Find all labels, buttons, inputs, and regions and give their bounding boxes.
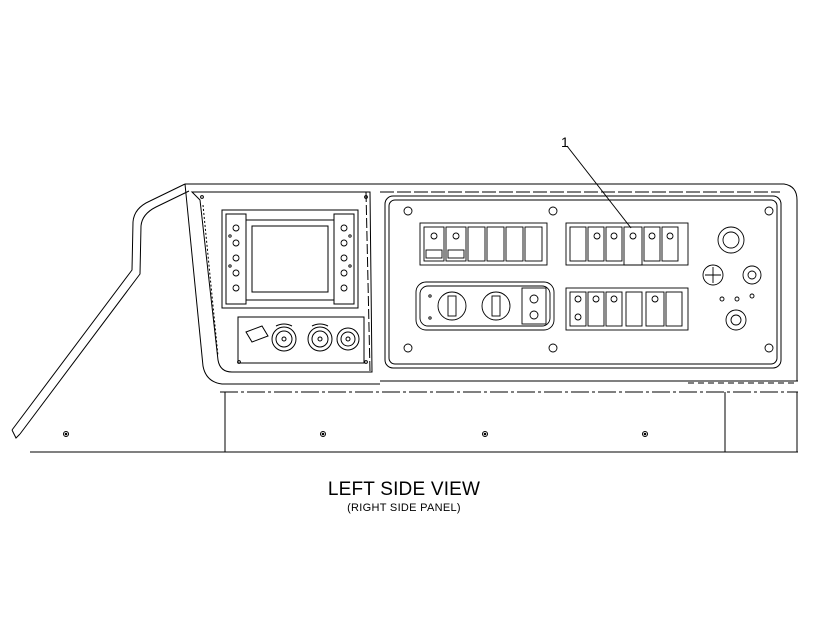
display-assembly <box>221 209 359 309</box>
view-subtitle: (RIGHT SIDE PANEL) <box>347 502 461 514</box>
switch-bank-upper-right <box>565 222 689 266</box>
rotary-switch-bank <box>415 281 555 331</box>
gauge-row <box>237 316 365 364</box>
handrail <box>11 183 190 439</box>
right-panel <box>372 183 798 381</box>
ignition-controls <box>702 226 762 331</box>
view-title: LEFT SIDE VIEW <box>327 479 481 500</box>
console-base <box>30 380 798 453</box>
left-module <box>184 183 380 385</box>
switch-bank-upper-left <box>419 222 548 266</box>
switch-bank-lower-right <box>565 287 689 331</box>
callout-1: 1 <box>561 134 632 229</box>
callout-label: 1 <box>561 134 569 150</box>
